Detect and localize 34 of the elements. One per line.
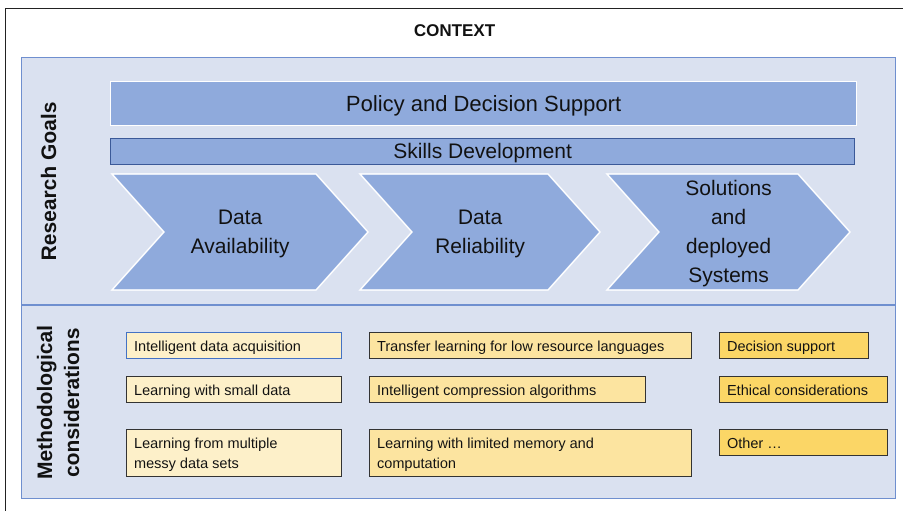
goal-label: Data Reliability [434,205,526,260]
topic-label: Learning with limited memory and computation [377,435,595,474]
chevron-shape [360,174,600,290]
goal-label: Data Availability [190,205,290,260]
topic-label: Other … [727,435,783,454]
layer-band [21,57,896,305]
goal-label: Solutions and deployed Systems [684,176,773,289]
topic-label: Learning from multiple messy data sets [134,435,278,474]
topic-box [719,429,888,456]
chevron-shape [112,174,368,290]
goal-bar [110,81,857,126]
frame-title: CONTEXT [412,21,496,41]
topic-box [719,332,869,359]
topic-box [369,332,692,359]
topic-box [719,376,888,403]
topic-label: Transfer learning for low resource languages [377,338,666,357]
context-frame [5,8,903,511]
topic-label: Intelligent data acquisition [134,338,302,357]
topic-box [126,332,342,359]
topic-box [126,376,342,403]
topic-label: Decision support [727,338,836,357]
layer-band [21,305,896,499]
topic-label: Intelligent compression algorithms [377,382,598,401]
band-heading: Research Goals [37,102,62,260]
topic-label: Ethical considerations [727,382,870,401]
goal-label: Policy and Decision Support [344,90,622,116]
goal-bar [110,138,855,165]
topic-box [369,376,646,403]
band-heading: Methodological considerations [33,324,85,481]
chevron-shape [607,174,850,290]
topic-box [369,429,692,477]
topic-label: Learning with small data [134,382,292,401]
goal-label: Skills Development [392,140,573,164]
topic-box [126,429,342,477]
